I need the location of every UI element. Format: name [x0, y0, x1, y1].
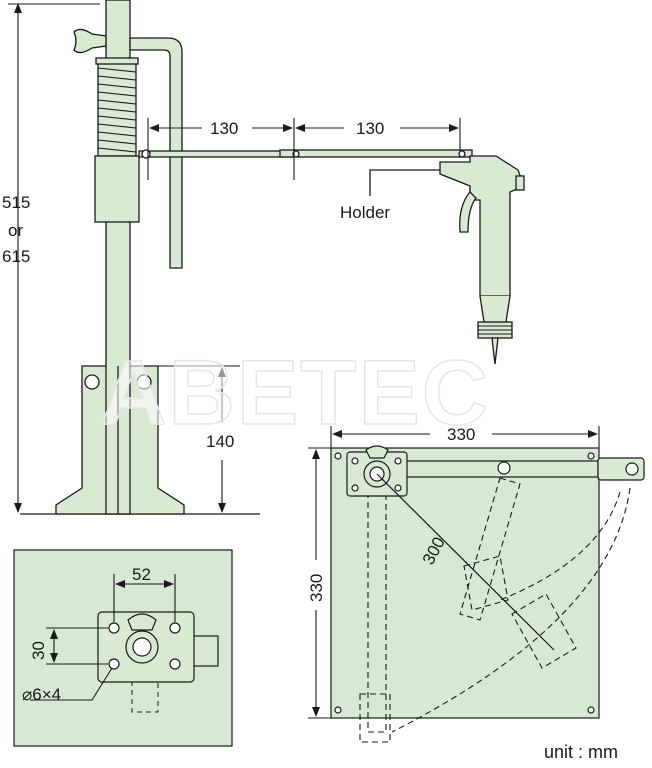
slider-block	[94, 155, 140, 223]
side-view-dimensions	[8, 3, 461, 513]
detail-dimensions	[30, 574, 176, 701]
arm-length-label-1: 130	[210, 119, 238, 138]
wing-nut-icon	[127, 613, 157, 631]
base-height-label: 140	[206, 432, 234, 451]
tool-bit	[491, 337, 499, 365]
height-label-515: 515	[2, 193, 30, 212]
side-view	[20, 0, 525, 515]
arm-segment-1	[138, 150, 294, 158]
depth-label: 330	[307, 574, 326, 602]
holder-trigger	[459, 191, 477, 233]
top-view	[330, 445, 645, 743]
unit-label: unit : mm	[544, 742, 618, 762]
tool-holder	[439, 155, 525, 297]
hole-leader	[30, 667, 113, 701]
top-view-dimensions	[308, 426, 600, 719]
hole-spacing-y-label: 30	[29, 641, 48, 660]
arm-length-label-2: 130	[356, 119, 384, 138]
top-arm	[379, 460, 599, 478]
holder-label: Holder	[340, 203, 390, 222]
hole-spec-label: ⌀6×4	[22, 685, 61, 704]
wing-nut-icon	[73, 28, 107, 54]
base-bolt-hole	[84, 374, 100, 390]
wing-nut-icon	[365, 445, 389, 459]
height-label-615: 615	[2, 247, 30, 266]
height-label-or: or	[8, 221, 23, 240]
watermark: ABETEC	[100, 342, 490, 444]
arm-segment-2	[279, 149, 473, 158]
reach-line	[376, 473, 555, 651]
hole-spacing-x-label: 52	[132, 565, 151, 584]
width-label: 330	[447, 425, 475, 444]
base-bolt-hole	[136, 374, 152, 390]
